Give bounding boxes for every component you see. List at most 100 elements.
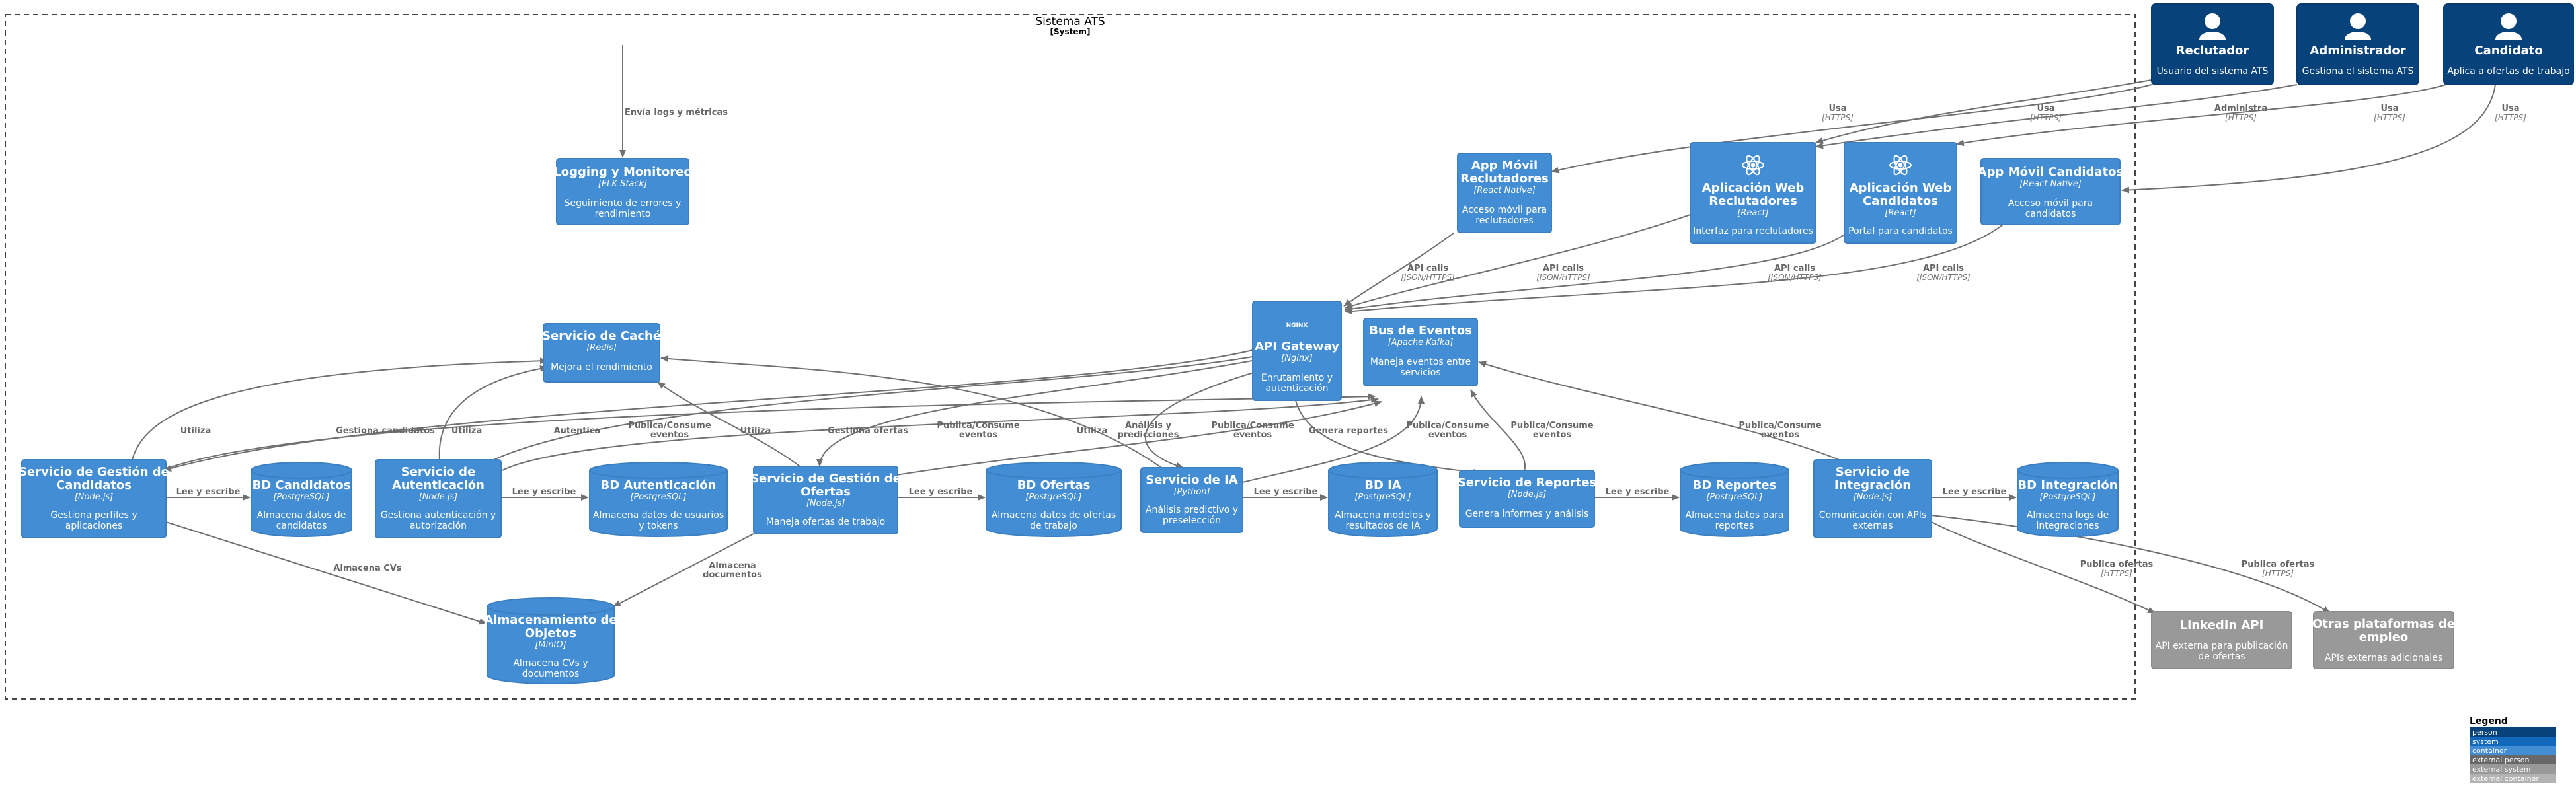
label-analisis-a: Análisis y: [1125, 421, 1171, 431]
label-lee-1: Lee y escribe: [176, 487, 241, 497]
container-tech: [Node.js]: [75, 492, 114, 502]
database-desc: Almacena CVs y: [513, 658, 588, 669]
edge-ofertas-cache: [657, 381, 800, 467]
container-title: Servicio de: [1836, 465, 1910, 479]
nginx-logo-icon: NGINX: [1286, 322, 1308, 329]
container-servicio-ofertas[interactable]: Servicio de Gestión de Ofertas [Node.js]…: [750, 466, 901, 534]
label-api-calls-3: API calls: [1774, 264, 1815, 274]
edge-candidatos-objetos: [165, 521, 487, 625]
label-lee-2: Lee y escribe: [512, 487, 576, 497]
container-title: App Móvil: [1471, 159, 1538, 172]
edge-candidato-app: [2121, 84, 2496, 194]
edge-auth-bus: [502, 396, 1379, 471]
edge-ofertas-objetos: [613, 533, 754, 607]
database-desc: Almacena datos de: [257, 510, 346, 521]
container-desc: reclutadores: [1475, 215, 1533, 226]
database-candidatos[interactable]: BD Candidatos [PostgreSQL] Almacena dato…: [251, 462, 352, 537]
label-lee-6: Lee y escribe: [1943, 487, 2007, 497]
container-bus-eventos[interactable]: Bus de Eventos [Apache Kafka] Maneja eve…: [1363, 318, 1478, 386]
container-desc: Maneja eventos entre: [1370, 357, 1471, 367]
container-api-gateway[interactable]: NGINX API Gateway [Nginx] Enrutamiento y…: [1252, 301, 1342, 401]
label-publica-1: Publica ofertas: [2080, 560, 2154, 569]
label-pubcons-2b: eventos: [959, 430, 998, 440]
label-usa-2: Usa: [2037, 104, 2054, 114]
database-integracion[interactable]: BD Integración [PostgreSQL] Almacena log…: [2017, 462, 2119, 537]
label-json-1: [JSON/HTTPS]: [1401, 273, 1455, 282]
database-title: BD Autenticación: [601, 478, 717, 492]
database-title: BD Candidatos: [253, 478, 351, 492]
label-json-2: [JSON/HTTPS]: [1536, 273, 1590, 282]
container-servicio-autenticacion[interactable]: Servicio de Autenticación [Node.js] Gest…: [375, 459, 502, 538]
external-desc: de ofertas: [2198, 651, 2245, 662]
external-otras-plataformas[interactable]: Otras plataformas de empleo APIs externa…: [2312, 611, 2455, 669]
container-cache[interactable]: Servicio de Caché [Redis] Mejora el rend…: [542, 323, 661, 383]
label-logs: Envía logs y métricas: [625, 108, 728, 118]
container-desc: servicios: [1400, 367, 1440, 378]
container-desc: autorización: [410, 521, 467, 531]
container-title: Integración: [1834, 478, 1911, 492]
container-title: Servicio de Gestión de: [19, 465, 169, 479]
label-utiliza-4: Utiliza: [1077, 426, 1107, 436]
database-ia[interactable]: BD IA [PostgreSQL] Almacena modelos y re…: [1328, 462, 1438, 537]
person-icon: [2199, 13, 2226, 40]
database-title: BD Integración: [2017, 478, 2117, 492]
container-title: Servicio de IA: [1146, 473, 1237, 487]
label-gestiona-ofertas: Gestiona ofertas: [828, 426, 908, 436]
label-publica-https-2: [HTTPS]: [2262, 569, 2294, 578]
database-title: Objetos: [525, 626, 576, 640]
database-ofertas[interactable]: BD Ofertas [PostgreSQL] Almacena datos d…: [986, 462, 1122, 537]
container-tech: [React]: [1737, 208, 1768, 218]
container-app-movil-candidatos[interactable]: App Móvil Candidatos [React Native] Acce…: [1978, 158, 2124, 225]
label-lee-5: Lee y escribe: [1606, 487, 1670, 497]
edge-webcand-gateway: [1345, 234, 1845, 312]
legend-label: external container: [2472, 774, 2539, 783]
edge-gateway-reportes: [1295, 400, 1481, 476]
container-title: App Móvil Candidatos: [1978, 165, 2124, 179]
label-pubcons-5a: Publica/Consume: [1510, 421, 1593, 431]
person-icon: [2495, 13, 2522, 40]
edge-webrec-gateway: [1345, 214, 1691, 309]
container-servicio-ia[interactable]: Servicio de IA [Python] Análisis predict…: [1140, 467, 1243, 533]
external-desc: API externa para publicación: [2156, 641, 2288, 651]
container-web-candidatos[interactable]: Aplicación Web Candidatos [React] Portal…: [1844, 142, 1957, 244]
external-linkedin-api[interactable]: LinkedIn API API externa para publicació…: [2151, 611, 2292, 669]
edge-candidato-web: [1956, 84, 2446, 147]
container-tech: [Python]: [1173, 487, 1210, 497]
legend-swatch: [2470, 755, 2556, 764]
database-desc: Almacena datos de ofertas: [992, 510, 1116, 521]
person-title: Candidato: [2474, 44, 2542, 57]
label-utiliza-1: Utiliza: [180, 426, 211, 436]
container-desc: externas: [1852, 521, 1893, 531]
person-reclutador[interactable]: Reclutador Usuario del sistema ATS: [2151, 3, 2274, 85]
edge-integracion-bus: [1478, 361, 1846, 463]
container-logging[interactable]: Logging y Monitoreo [ELK Stack] Seguimie…: [553, 158, 692, 225]
container-desc: Gestiona perfiles y: [50, 510, 137, 521]
container-tech: [Node.js]: [419, 492, 458, 502]
person-administrador[interactable]: Administrador Gestiona el sistema ATS: [2296, 3, 2419, 85]
container-title: Logging y Monitoreo: [553, 165, 691, 179]
external-title: LinkedIn API: [2180, 618, 2264, 632]
label-utiliza-2: Utiliza: [451, 426, 482, 436]
person-candidato[interactable]: Candidato Aplica a ofertas de trabajo: [2443, 3, 2574, 85]
container-title: Servicio de Reportes: [1458, 476, 1597, 490]
edge-gateway-auth: [475, 356, 1253, 470]
container-web-reclutadores[interactable]: Aplicación Web Reclutadores [React] Inte…: [1690, 142, 1816, 244]
container-servicio-reportes[interactable]: Servicio de Reportes [Node.js] Genera in…: [1458, 470, 1597, 528]
edge-auth-cache: [438, 365, 548, 460]
legend-swatch: [2470, 727, 2556, 737]
database-tech: [PostgreSQL]: [273, 492, 329, 502]
database-objetos[interactable]: Almacenamiento de Objetos [MinIO] Almace…: [484, 597, 617, 684]
label-pubcons-2a: Publica/Consume: [937, 421, 1019, 431]
container-title: Candidatos: [1863, 194, 1938, 208]
person-desc: Aplica a ofertas de trabajo: [2447, 66, 2569, 77]
container-title: Autenticación: [392, 478, 485, 492]
label-json-4: [JSON/HTTPS]: [1916, 273, 1971, 282]
database-autenticacion[interactable]: BD Autenticación [PostgreSQL] Almacena d…: [589, 462, 728, 537]
container-servicio-integracion[interactable]: Servicio de Integración [Node.js] Comuni…: [1813, 459, 1932, 538]
container-desc: preselección: [1163, 515, 1221, 526]
database-reportes[interactable]: BD Reportes [PostgreSQL] Almacena datos …: [1680, 462, 1789, 537]
container-servicio-candidatos[interactable]: Servicio de Gestión de Candidatos [Node.…: [19, 459, 169, 538]
container-app-movil-reclutadores[interactable]: App Móvil Reclutadores [React Native] Ac…: [1457, 153, 1552, 233]
